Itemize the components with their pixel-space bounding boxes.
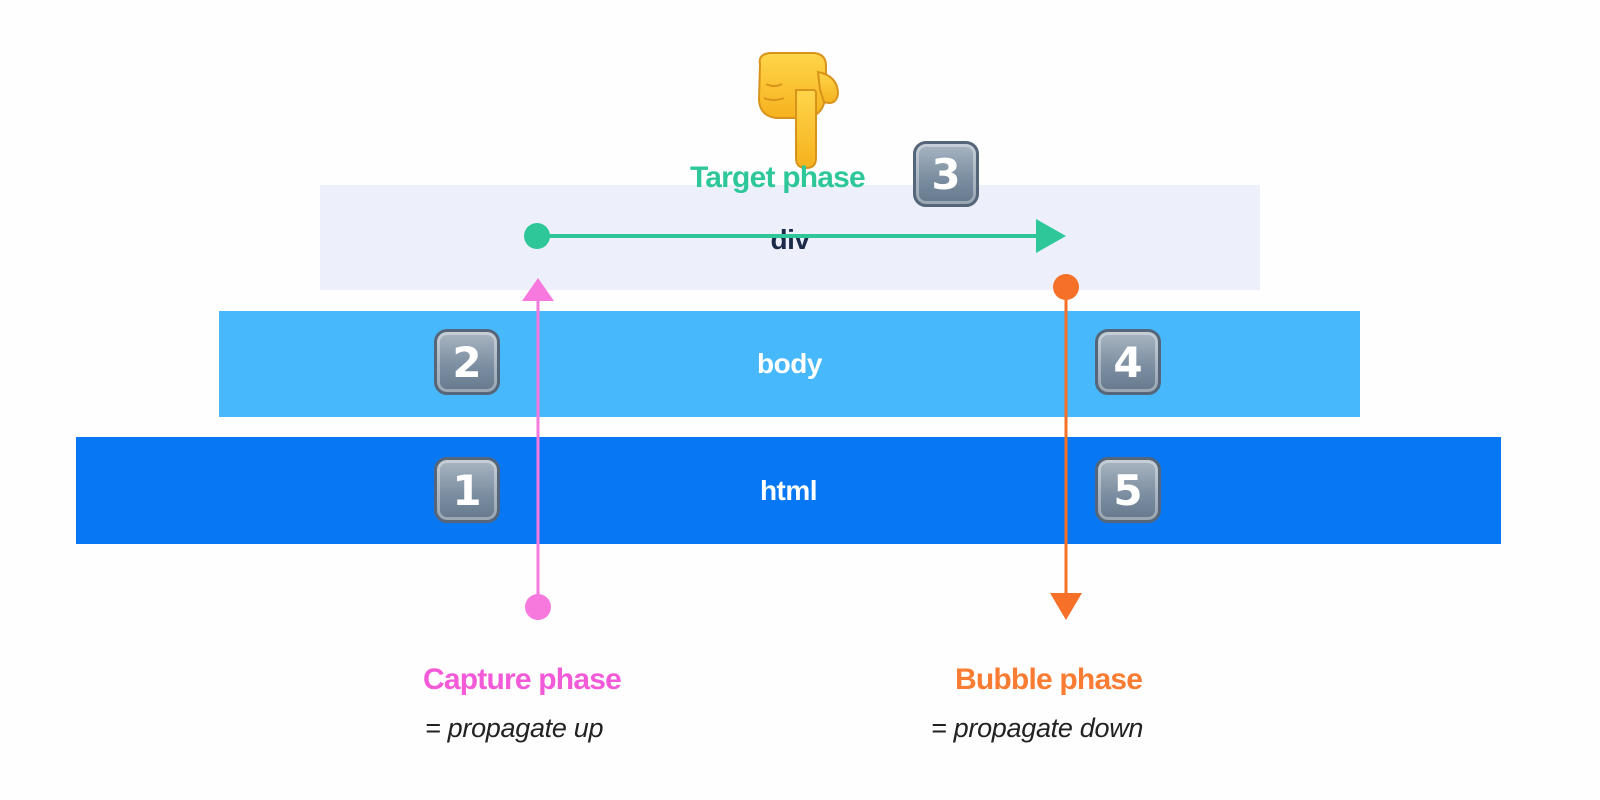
- bubble-arrow: [1050, 274, 1082, 620]
- target-start-dot: [524, 223, 550, 249]
- bubble-start-dot: [1053, 274, 1079, 300]
- target-phase-title: Target phase: [690, 161, 866, 194]
- body-layer: body: [219, 311, 1360, 417]
- capture-start-dot: [525, 594, 551, 620]
- capture-arrow: [522, 278, 554, 620]
- step-badge-4: 4: [1095, 329, 1161, 395]
- html-layer: html: [76, 437, 1501, 544]
- step-badge-5: 5: [1095, 457, 1161, 523]
- step-badge-1: 1: [434, 457, 500, 523]
- bubble-phase-subtitle: = propagate down: [931, 713, 1144, 743]
- step-badge-2: 2: [434, 329, 500, 395]
- target-arrow: [524, 219, 1066, 253]
- step-badge-3: 3: [913, 141, 979, 207]
- body-layer-label: body: [757, 348, 822, 379]
- capture-phase-title: Capture phase: [423, 663, 622, 696]
- html-layer-label: html: [759, 474, 818, 506]
- backhand-index-pointing-down-icon: [757, 52, 840, 170]
- bubble-phase-title: Bubble phase: [955, 663, 1143, 696]
- div-layer-label: div: [770, 223, 810, 255]
- capture-phase-subtitle: = propagate up: [425, 713, 604, 743]
